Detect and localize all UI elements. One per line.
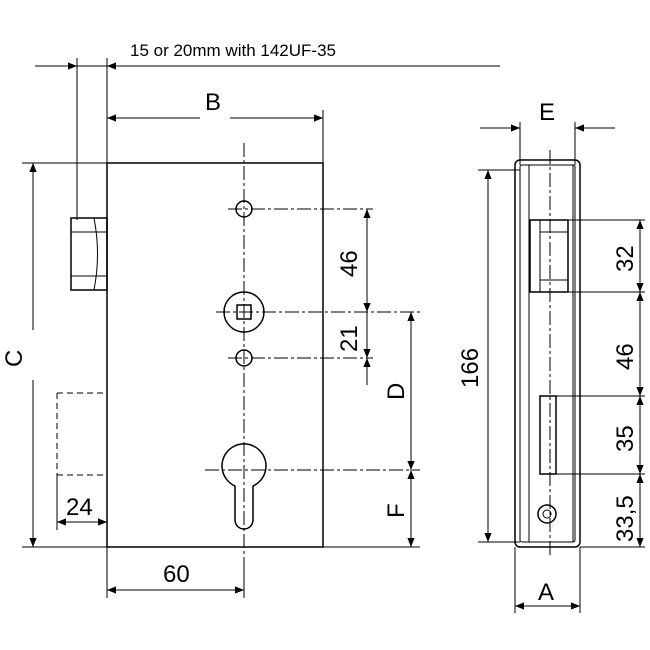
side-latch-bolt	[529, 219, 569, 293]
spindle-hub	[216, 291, 420, 333]
front-view: B C 46 21 D F	[1, 89, 420, 598]
dim-D: D	[383, 312, 415, 470]
dim-46-front-label: 46	[336, 250, 363, 277]
dim-21: 21	[336, 312, 371, 385]
dim-35: 35	[612, 396, 644, 474]
dim-32-label: 32	[612, 245, 639, 272]
lower-screw-hole	[228, 349, 373, 367]
dim-F-label: F	[383, 503, 410, 518]
dim-46-side-label: 46	[612, 343, 639, 370]
dim-F: F	[323, 470, 420, 548]
dim-46-front: 46	[336, 209, 371, 312]
lock-body	[106, 162, 324, 548]
dim-B-label: B	[205, 89, 221, 116]
latch-bolt	[70, 217, 108, 291]
cylinder-cutout	[205, 443, 420, 530]
dim-60: 60	[106, 547, 245, 598]
dim-32: 32	[612, 220, 644, 292]
dim-24: 24	[56, 475, 107, 530]
dim-166-label: 166	[457, 348, 484, 388]
dim-166: 166	[457, 169, 520, 543]
dim-35-label: 35	[612, 425, 639, 452]
dim-60-label: 60	[163, 561, 190, 588]
dim-C-label: C	[1, 350, 28, 367]
dim-46-side: 46	[612, 292, 644, 396]
dim-24-label: 24	[66, 494, 93, 521]
upper-screw-hole	[228, 200, 373, 218]
side-screw	[537, 504, 557, 524]
dim-C: C	[1, 162, 107, 548]
note-dimension: 15 or 20mm with 142UF-35	[35, 41, 500, 220]
forend-hidden-outline	[56, 392, 107, 476]
dim-D-label: D	[383, 383, 410, 400]
dim-21-label: 21	[336, 325, 363, 352]
side-dead-bolt	[539, 395, 557, 475]
dim-E: E	[480, 99, 615, 165]
dim-33-5-label: 33,5	[612, 495, 639, 542]
side-body	[514, 159, 581, 548]
dim-33-5: 33,5	[612, 474, 644, 547]
side-view: E 166 32 46 35 33,5	[457, 99, 645, 613]
dim-A-label: A	[538, 579, 554, 606]
dim-A: A	[514, 547, 581, 613]
note-text: 15 or 20mm with 142UF-35	[130, 41, 336, 60]
dim-E-label: E	[539, 99, 555, 126]
dim-B: B	[107, 89, 324, 163]
